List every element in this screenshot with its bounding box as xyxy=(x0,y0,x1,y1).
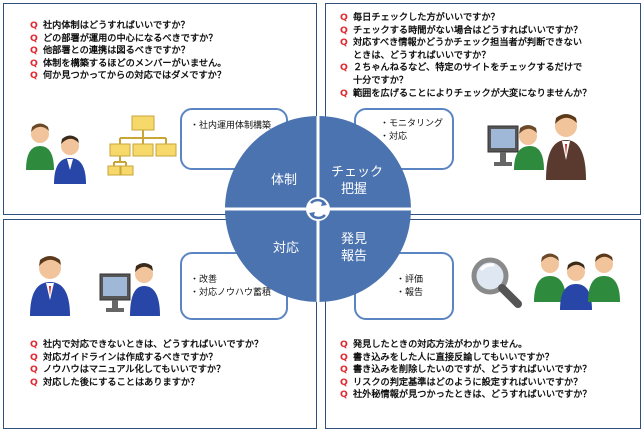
box-item: ・社内運用体制構築 xyxy=(190,121,272,131)
magnifier-icon xyxy=(471,257,522,308)
box-item: ・対応 xyxy=(380,132,408,142)
label-organization: 体制 xyxy=(271,173,298,188)
computer-user-icon xyxy=(30,256,160,316)
label-discovery-line1: 発見 xyxy=(341,232,368,247)
cycle-circle-graphic xyxy=(225,116,411,302)
label-check-line1: チェック xyxy=(331,165,384,180)
computer-user-icon xyxy=(487,114,586,180)
box-item: ・モニタリング xyxy=(380,119,444,129)
box-item: ・評価 xyxy=(396,275,424,285)
box-item: ・対応ノウハウ蓄積 xyxy=(190,288,272,298)
cycle-circle: 体制 チェック 把握 対応 発見 報告 xyxy=(225,116,411,302)
box-item: ・改善 xyxy=(190,275,218,285)
label-response: 対応 xyxy=(273,241,300,256)
label-discovery-line2: 報告 xyxy=(341,249,368,264)
label-check-line2: 把握 xyxy=(341,182,368,197)
people-icon xyxy=(26,123,86,184)
org-chart-icon xyxy=(107,115,177,176)
refresh-arrows-icon xyxy=(306,197,330,221)
people-icon xyxy=(534,253,620,310)
box-item: ・報告 xyxy=(396,288,424,298)
